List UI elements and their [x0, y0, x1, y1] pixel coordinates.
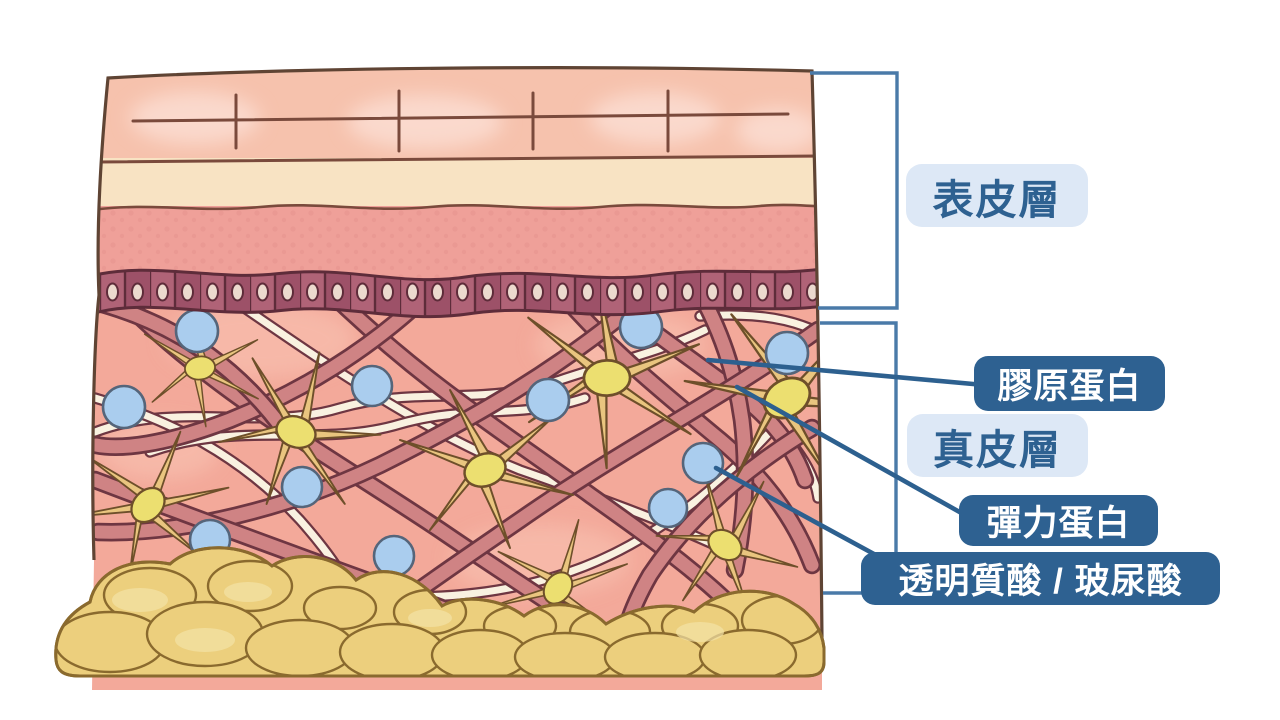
basal-cell-layer [92, 267, 822, 319]
collagen-label: 膠原蛋白 [974, 356, 1165, 411]
elastin-label: 彈力蛋白 [959, 495, 1158, 546]
epidermis-cream-layer [92, 154, 822, 212]
surface-line [131, 112, 790, 123]
hyaluronic-callout-line [713, 465, 899, 569]
dermis-label: 真皮層 [907, 414, 1088, 477]
elastin-callout-line [734, 384, 975, 522]
collagen-callout-line [705, 357, 987, 388]
dermis-bracket [820, 321, 898, 595]
epidermis-surface-layer [92, 67, 822, 164]
hyaluronic-acid-label: 透明質酸 / 玻尿酸 [861, 552, 1220, 605]
fat-layer [54, 546, 826, 678]
epidermis-label: 表皮層 [906, 164, 1088, 227]
epidermis-bracket [810, 71, 899, 310]
skin-block-outline [91, 66, 824, 641]
